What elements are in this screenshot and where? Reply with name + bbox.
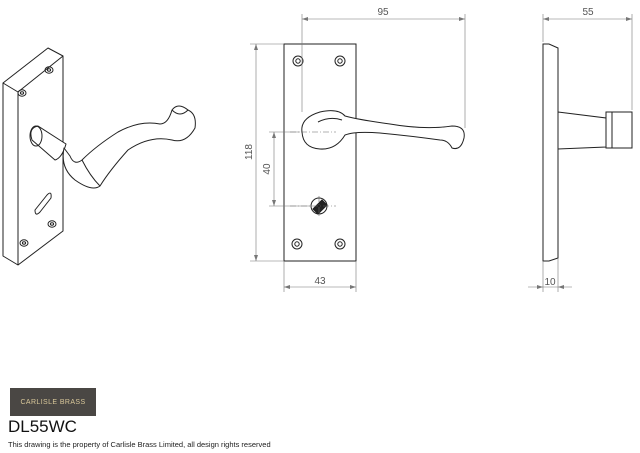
side-view xyxy=(542,43,633,262)
dimension-118: 118 xyxy=(244,144,255,160)
dimension-40: 40 xyxy=(262,163,273,175)
dimension-43: 43 xyxy=(314,276,326,287)
product-code: DL55WC xyxy=(8,417,77,436)
dimension-10: 10 xyxy=(544,277,556,288)
dimension-95: 95 xyxy=(377,7,389,18)
front-view xyxy=(283,43,465,262)
dimension-55: 55 xyxy=(582,7,594,18)
brand-logo: CARLISLE BRASS xyxy=(10,388,96,416)
isometric-view xyxy=(2,47,196,266)
copyright-notice: This drawing is the property of Carlisle… xyxy=(8,440,271,449)
brand-logo-text: CARLISLE BRASS xyxy=(20,398,86,406)
dimension-arrows xyxy=(254,17,632,289)
dimension-lines xyxy=(250,14,633,292)
centre-lines xyxy=(290,131,336,216)
